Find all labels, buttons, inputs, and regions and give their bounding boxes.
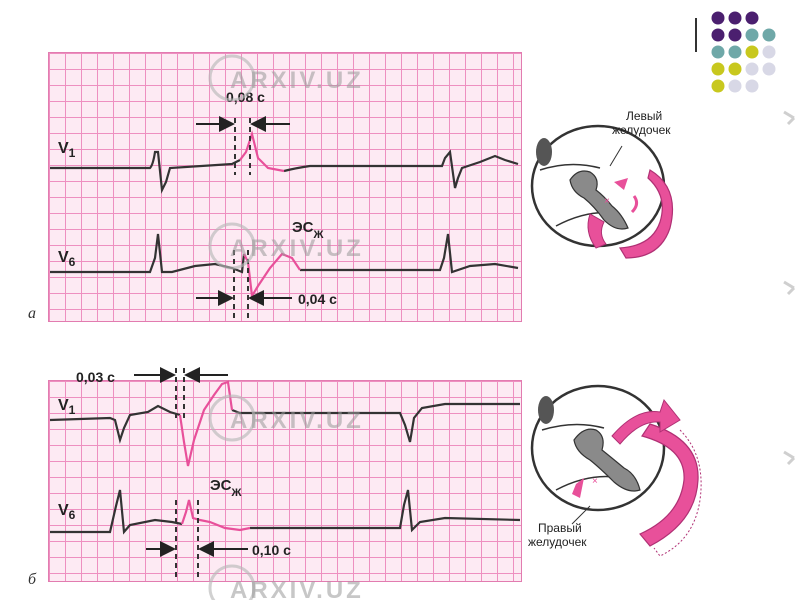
watermark-logos	[208, 54, 256, 600]
depolarization-arrow-a	[618, 169, 674, 259]
lead-label-b-v6: V6	[58, 502, 76, 522]
small-arrow-a2	[630, 195, 639, 214]
trace-a-v6-ectopic	[243, 252, 301, 300]
decor-dot	[745, 79, 759, 93]
ventricle-shape-b	[573, 428, 641, 492]
origin-mark-b: ×	[592, 476, 598, 487]
decor-dot	[728, 11, 742, 25]
panel-letter-a: а	[28, 305, 36, 322]
heart-diagram-b: ×	[530, 384, 702, 557]
ecg-grid-panel-a	[48, 52, 522, 322]
trace-b-v1-ectopic	[178, 380, 234, 467]
decor-dot	[762, 28, 776, 42]
decor-dot	[745, 62, 759, 76]
decor-dot	[728, 79, 742, 93]
ectopic-label-a: ЭСЖ	[292, 219, 324, 241]
trace-b-v6-ectopic	[180, 499, 251, 532]
atrium-shape-a	[536, 138, 552, 166]
caption-leader-a	[609, 145, 623, 167]
trace-a-v1	[50, 149, 519, 194]
heart-caption-a: Левый желудочек	[612, 109, 671, 137]
interval-label-b-top: 0,03 с	[76, 369, 115, 385]
caption-leader-b	[571, 505, 591, 525]
depolarization-arrow-a2	[587, 213, 607, 249]
origin-mark-a: ×	[604, 196, 610, 207]
decor-dot	[711, 62, 725, 76]
lead-label-b-v1: V1	[58, 397, 76, 417]
decor-dot	[745, 11, 759, 25]
watermark-2: ARXIV.UZ	[230, 235, 364, 262]
decor-dot	[762, 45, 776, 59]
ring-texture-b	[653, 429, 702, 557]
decor-dot	[711, 28, 725, 42]
decor-dot	[762, 62, 776, 76]
lead-label-a-v6: V6	[58, 249, 76, 269]
depolarization-ring-b	[639, 423, 699, 547]
heart-diagram-a: ×	[530, 124, 674, 259]
trace-b-v1	[49, 402, 520, 444]
small-arrow-b	[572, 478, 584, 498]
decor-dot	[728, 45, 742, 59]
atrium-shape-b	[538, 396, 554, 424]
watermark-4: ARXIV.UZ	[230, 577, 364, 600]
decor-dot	[745, 45, 759, 59]
watermark-1: ARXIV.UZ	[230, 67, 364, 94]
interval-label-b-bottom: 0,10 с	[252, 542, 291, 558]
decor-dot	[711, 45, 725, 59]
edge-marks	[783, 110, 796, 466]
decor-dot	[728, 28, 742, 42]
ectopic-label-b: ЭСЖ	[210, 477, 242, 499]
interval-label-a-bottom: 0,04 с	[298, 291, 337, 307]
panel-letter-b: б	[28, 571, 37, 588]
watermark-3: ARXIV.UZ	[230, 407, 364, 434]
decor-dot	[745, 28, 759, 42]
decor-dot	[711, 79, 725, 93]
ventricle-shape-a	[569, 170, 629, 230]
trace-b-v6	[50, 489, 521, 535]
decor-dot	[728, 62, 742, 76]
trace-a-v1-ectopic	[239, 130, 285, 173]
heart-caption-b: Правый желудочек	[528, 521, 587, 549]
ecg-grid-panel-b	[48, 380, 522, 582]
small-arrow-a	[614, 178, 628, 190]
depolarization-arrow-b	[611, 398, 681, 445]
decor-dot	[711, 11, 725, 25]
lead-label-a-v1: V1	[58, 140, 76, 160]
trace-a-v6	[50, 233, 519, 274]
